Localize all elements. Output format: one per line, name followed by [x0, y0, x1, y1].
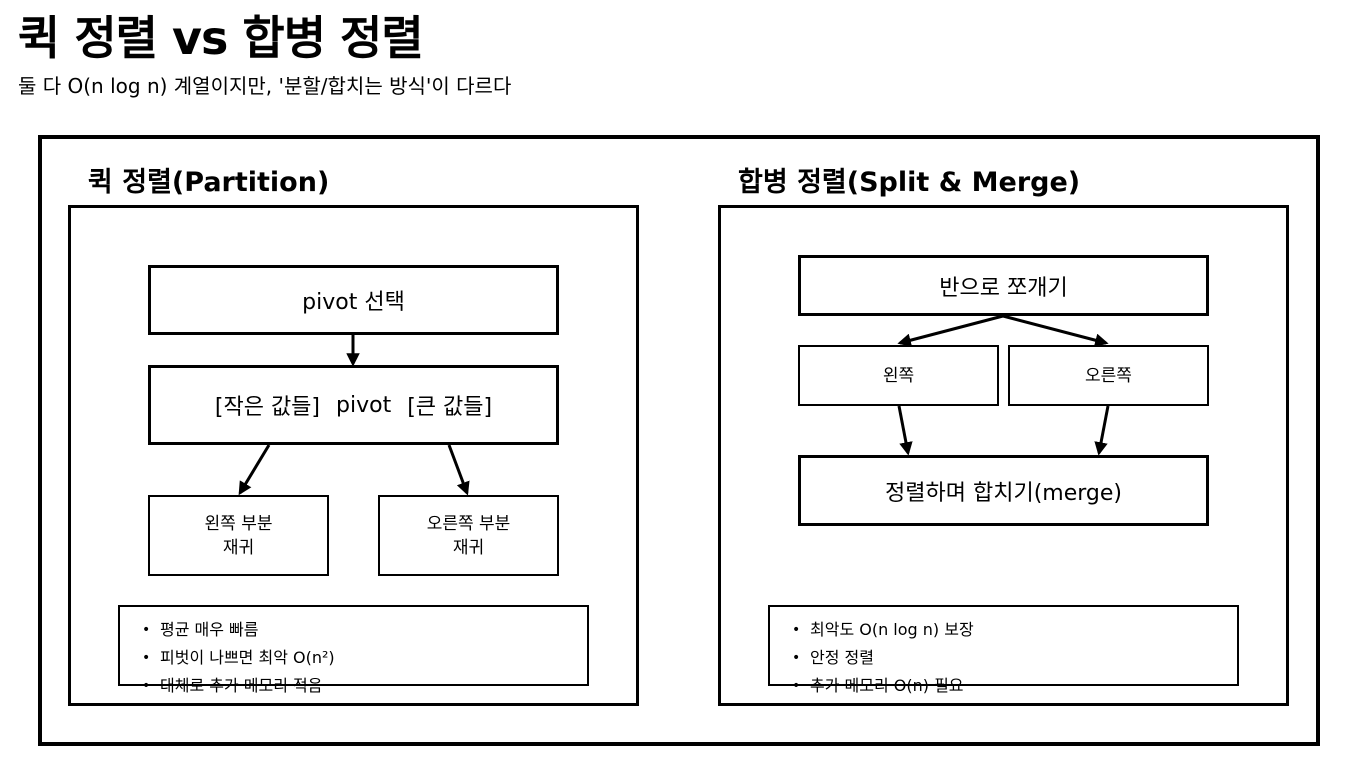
- merge-sort-notes-box: [768, 605, 1239, 686]
- merge-left-box: 왼쪽: [798, 345, 999, 406]
- left-recurse-box: 왼쪽 부분 재귀: [148, 495, 329, 576]
- arrow-right-to-merge: [1094, 405, 1110, 456]
- merge-sort-panel: [718, 205, 1289, 706]
- right-recurse-box: 오른쪽 부분 재귀: [378, 495, 559, 576]
- pivot-select-box: pivot 선택: [148, 265, 559, 335]
- quick-sort-title: 퀵 정렬(Partition): [88, 167, 330, 198]
- quick-note: 대체로 추가 메모리 적음: [138, 672, 335, 700]
- outer-frame: [38, 135, 1320, 746]
- merge-note: 추가 메모리 O(n) 필요: [788, 672, 974, 700]
- arrow-split-to-right: [1002, 314, 1109, 347]
- quick-sort-notes: 평균 매우 빠름 피벗이 나쁘면 최악 O(n²) 대체로 추가 메모리 적음: [138, 616, 335, 700]
- right-recurse-label-1: 오른쪽 부분: [426, 513, 511, 534]
- partition-box: [작은 값들] pivot [큰 값들]: [148, 365, 559, 445]
- right-recurse-label-2: 재귀: [452, 537, 485, 558]
- quick-sort-notes-box: [118, 605, 589, 686]
- left-recurse-label-1: 왼쪽 부분: [204, 513, 273, 534]
- merge-right-label: 오른쪽: [1085, 365, 1132, 386]
- pivot-select-label: pivot 선택: [302, 290, 405, 315]
- merge-combine-label: 정렬하며 합치기(merge): [885, 480, 1122, 506]
- partition-large-label: [큰 값들]: [407, 395, 493, 420]
- split-half-label: 반으로 쪼개기: [939, 275, 1068, 301]
- merge-sort-notes: 최악도 O(n log n) 보장 안정 정렬 추가 메모리 O(n) 필요: [788, 616, 974, 700]
- merge-sort-title: 합병 정렬(Split & Merge): [738, 167, 1081, 198]
- page-title: 퀵 정렬 vs 합병 정렬: [18, 11, 424, 65]
- quick-sort-panel: [68, 205, 639, 706]
- merge-note: 최악도 O(n log n) 보장: [788, 616, 974, 644]
- partition-pivot-label: pivot: [336, 392, 392, 418]
- merge-combine-box: 정렬하며 합치기(merge): [798, 455, 1209, 526]
- arrow-left-to-merge: [897, 405, 913, 456]
- quick-note: 피벗이 나쁘면 최악 O(n²): [138, 644, 335, 672]
- quick-note: 평균 매우 빠름: [138, 616, 335, 644]
- left-recurse-label-2: 재귀: [222, 537, 255, 558]
- partition-small-label: [작은 값들]: [214, 395, 321, 420]
- merge-note: 안정 정렬: [788, 644, 974, 672]
- arrow-split-to-left: [897, 314, 1004, 347]
- merge-left-label: 왼쪽: [882, 365, 915, 386]
- arrow-partition-to-left: [238, 444, 271, 496]
- merge-right-box: 오른쪽: [1008, 345, 1209, 406]
- page-subtitle: 둘 다 O(n log n) 계열이지만, '분할/합치는 방식'이 다르다: [18, 74, 512, 98]
- arrow-partition-to-right: [447, 444, 470, 496]
- split-half-box: 반으로 쪼개기: [798, 255, 1209, 316]
